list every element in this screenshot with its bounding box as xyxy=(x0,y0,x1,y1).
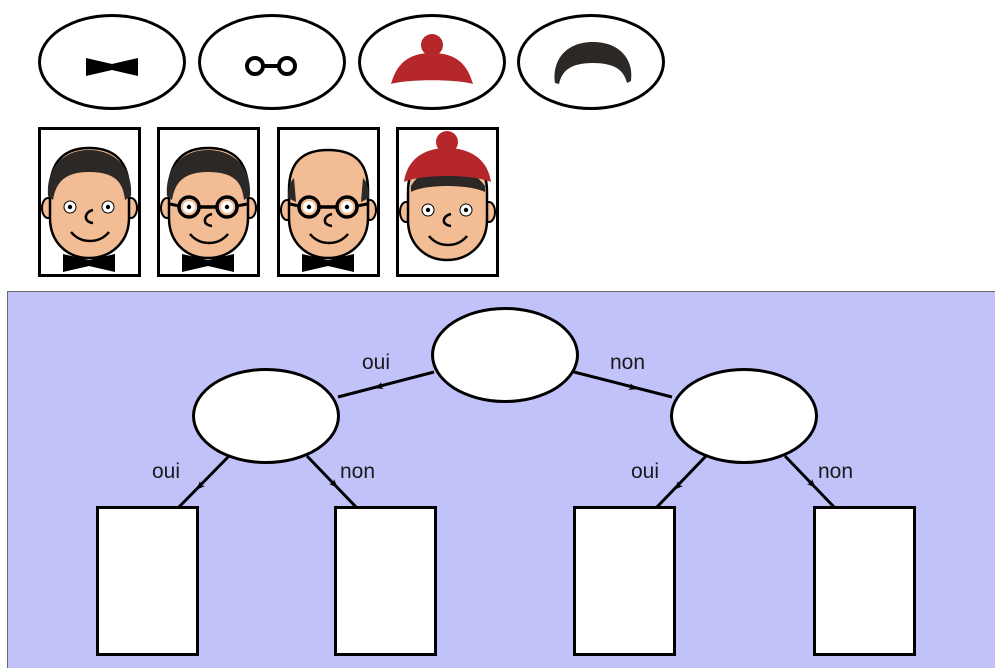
glasses-icon xyxy=(245,56,297,76)
card-bald-glasses-bowtie[interactable] xyxy=(277,127,380,277)
tree-leaf-slot-4[interactable] xyxy=(813,506,916,656)
tree-leaf-slot-1[interactable] xyxy=(96,506,199,656)
bowtie-icon xyxy=(86,58,138,76)
token-bowtie[interactable] xyxy=(38,14,186,110)
tree-node-left-slot[interactable] xyxy=(192,368,340,464)
face-red-hat-portrait xyxy=(399,131,496,262)
face-bald-glasses-bowtie-portrait xyxy=(280,148,377,272)
edge-right-left xyxy=(655,454,708,509)
card-red-hat[interactable] xyxy=(396,127,499,277)
face-dark-hair-glasses-bowtie-portrait xyxy=(160,146,257,272)
token-glasses[interactable] xyxy=(198,14,346,110)
red-bun-hat-icon xyxy=(391,34,473,84)
edge-label-root-left: oui xyxy=(362,351,391,374)
edge-root-right xyxy=(573,370,673,399)
edge-label-left-left: oui xyxy=(152,460,181,483)
edge-label-right-right: non xyxy=(818,460,854,483)
edge-label-root-right: non xyxy=(610,351,646,374)
dark-hair-icon xyxy=(554,42,632,84)
decision-tree-board: oui non oui non oui non xyxy=(7,291,995,668)
tree-node-right-slot[interactable] xyxy=(670,368,818,464)
tree-node-root-slot[interactable] xyxy=(431,307,579,403)
edge-root-left xyxy=(337,370,435,399)
tree-leaf-slot-2[interactable] xyxy=(334,506,437,656)
token-red-hat[interactable] xyxy=(358,14,506,110)
face-dark-hair-bowtie-portrait xyxy=(41,146,138,272)
card-dark-hair-bowtie[interactable] xyxy=(38,127,141,277)
token-dark-hair[interactable] xyxy=(517,14,665,110)
tree-edges xyxy=(177,370,836,509)
tree-leaf-slot-3[interactable] xyxy=(573,506,676,656)
edge-left-left xyxy=(177,454,231,509)
card-dark-hair-glasses-bowtie[interactable] xyxy=(157,127,260,277)
edge-label-right-left: oui xyxy=(631,460,660,483)
edge-label-left-right: non xyxy=(340,460,376,483)
